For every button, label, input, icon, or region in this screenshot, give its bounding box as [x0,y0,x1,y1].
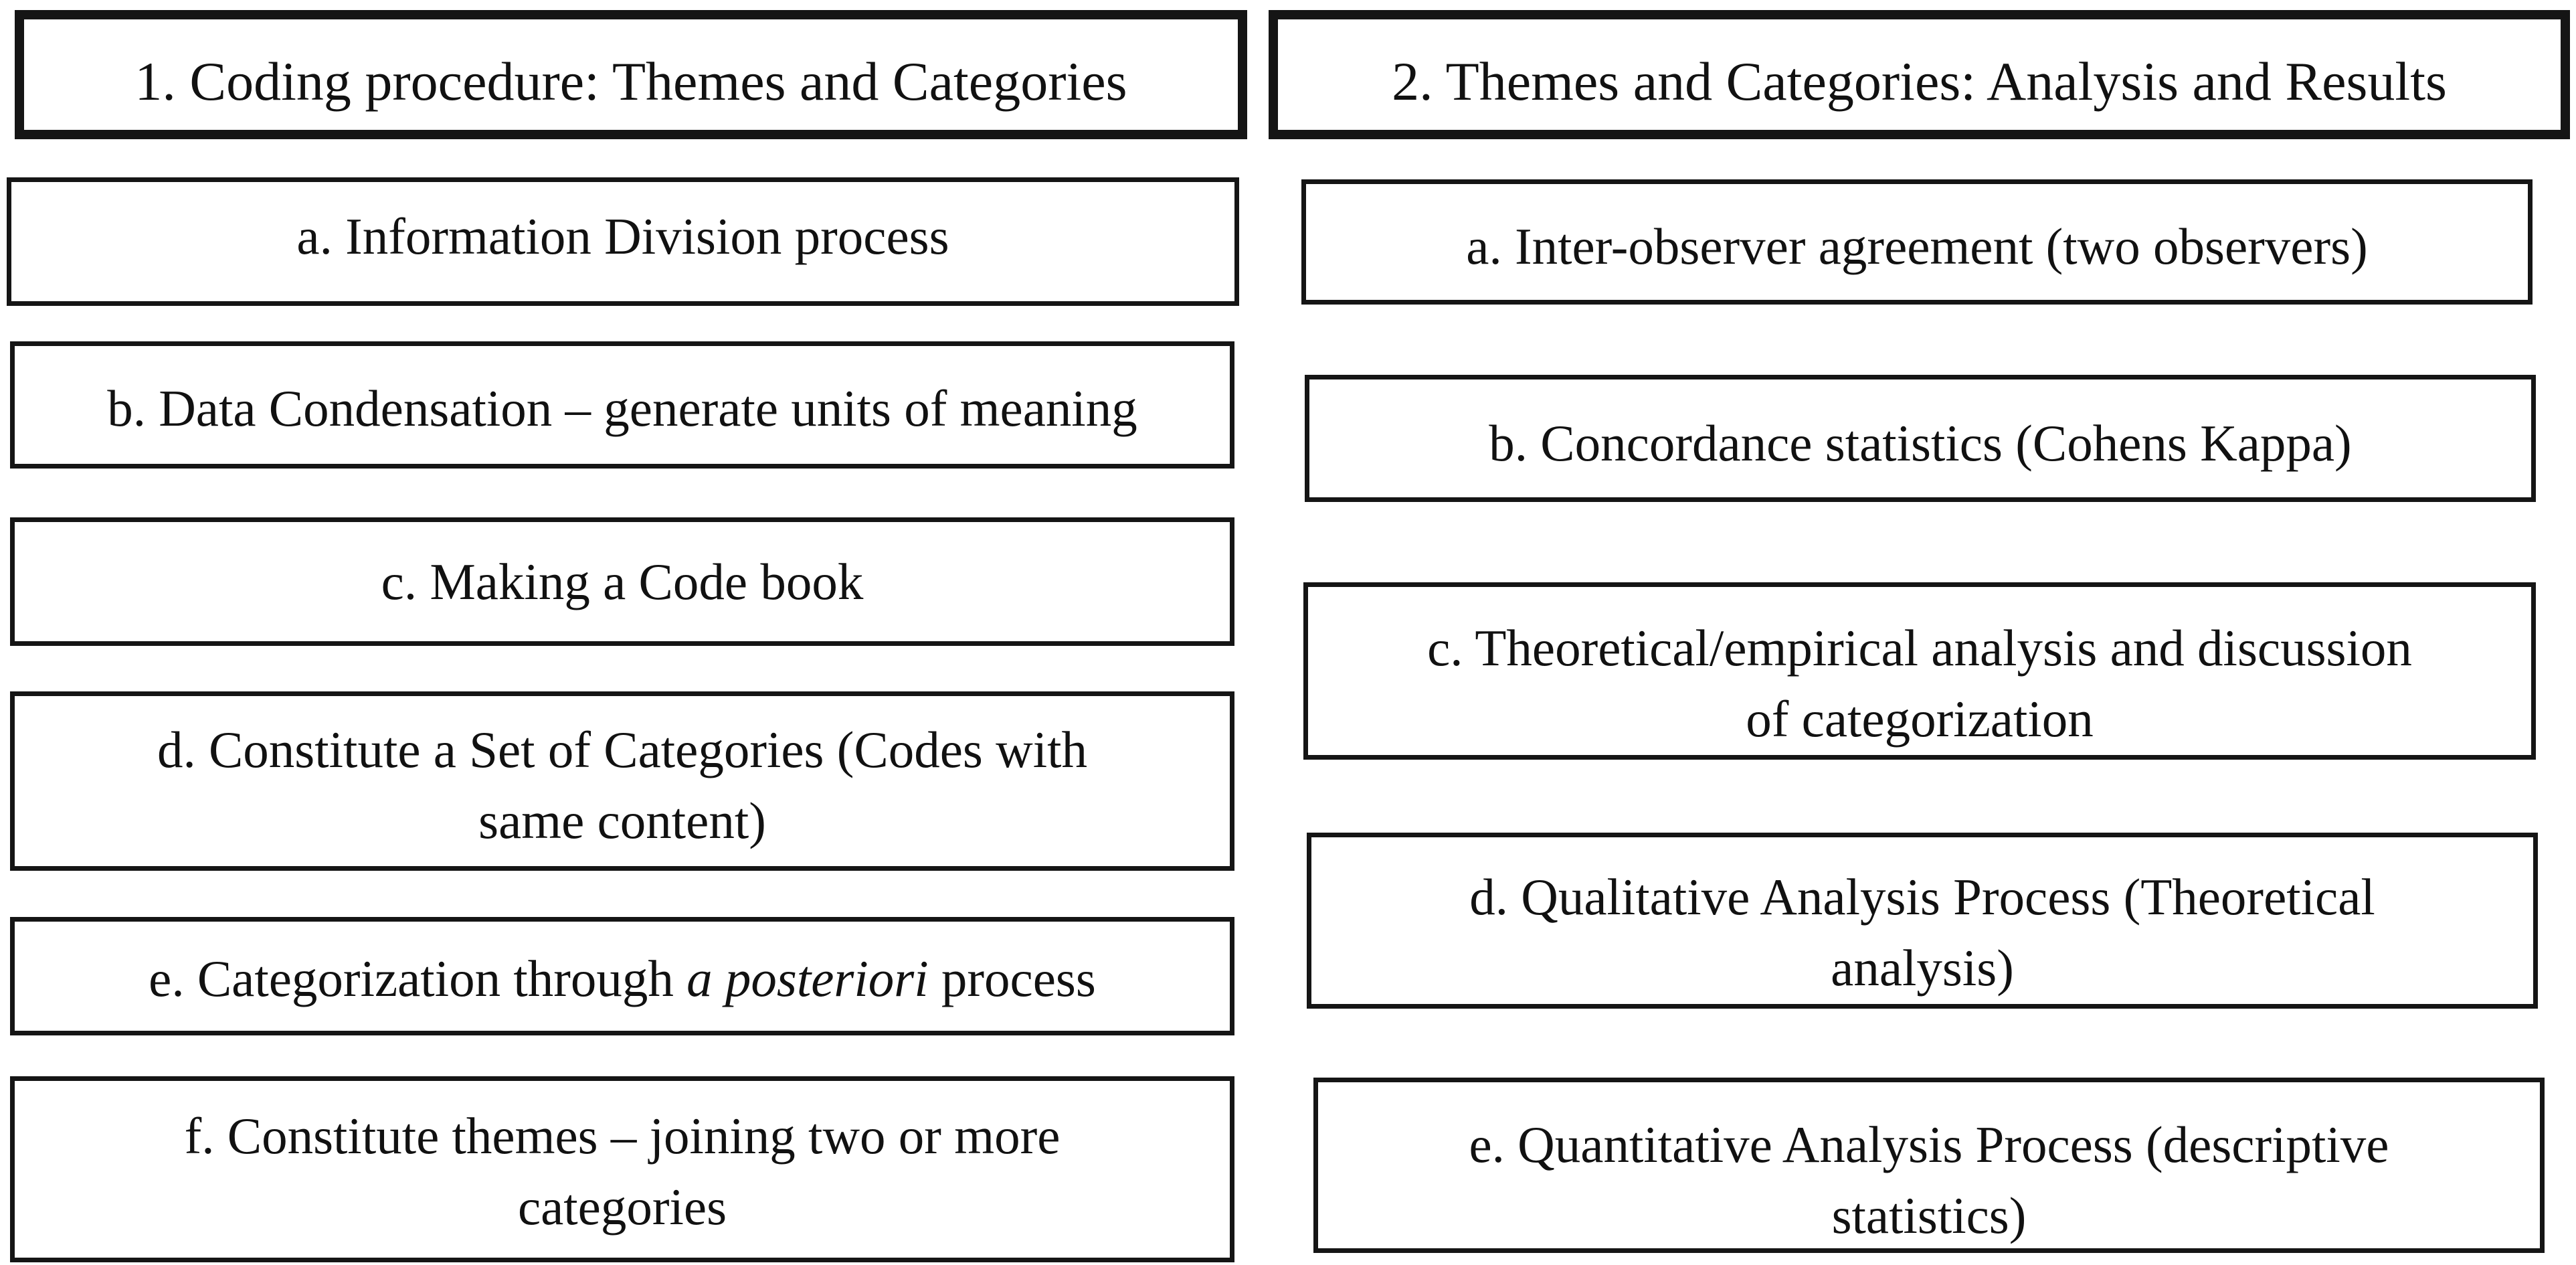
column-2-header: 2. Themes and Categories: Analysis and R… [1269,10,2570,139]
step-text-line-1: e. Quantitative Analysis Process (descri… [1469,1116,2389,1173]
step-text: a. Inter-observer agreement (two observe… [1466,218,2368,275]
step-text-line-1: c. Theoretical/empirical analysis and di… [1427,619,2412,677]
column-1-step-f: f. Constitute themes – joining two or mo… [10,1076,1234,1262]
column-1-step-e: e. Categorization through a posteriori p… [10,917,1234,1035]
step-text: a. Information Division process [296,207,949,265]
step-text-line-1: d. Constitute a Set of Categories (Codes… [157,721,1088,778]
step-text-before: e. Categorization through [149,950,687,1007]
step-text-line-1: f. Constitute themes – joining two or mo… [184,1107,1061,1165]
step-text-after: process [928,950,1096,1007]
step-text-line-2: statistics) [1831,1187,2027,1244]
column-1-step-a: a. Information Division process [7,177,1239,306]
step-text-line-2: same content) [478,792,766,849]
step-text-line-2: of categorization [1746,690,2094,748]
step-text-line-2: categories [517,1178,727,1236]
column-2-step-a: a. Inter-observer agreement (two observe… [1301,179,2533,305]
column-1-step-c: c. Making a Code book [10,517,1234,646]
column-1-step-b: b. Data Condensation – generate units of… [10,341,1234,469]
step-text: c. Making a Code book [381,553,864,610]
column-2-header-text: 2. Themes and Categories: Analysis and R… [1392,51,2447,112]
step-text: b. Data Condensation – generate units of… [107,380,1137,437]
step-text-line-2: analysis) [1831,939,2014,997]
step-text: e. Categorization through a posteriori p… [15,943,1230,1014]
column-2-step-e: e. Quantitative Analysis Process (descri… [1313,1078,2545,1253]
a-posteriori-emphasis: a posteriori [686,950,929,1007]
column-1-header: 1. Coding procedure: Themes and Categori… [15,10,1247,139]
step-text-line-1: d. Qualitative Analysis Process (Theoret… [1469,868,2375,926]
column-2-step-b: b. Concordance statistics (Cohens Kappa) [1305,375,2536,502]
column-2-step-c: c. Theoretical/empirical analysis and di… [1303,582,2536,760]
column-2-step-d: d. Qualitative Analysis Process (Theoret… [1307,833,2538,1009]
column-1-header-text: 1. Coding procedure: Themes and Categori… [134,51,1127,112]
column-1-step-d: d. Constitute a Set of Categories (Codes… [10,691,1234,871]
step-text: b. Concordance statistics (Cohens Kappa) [1489,414,2352,472]
